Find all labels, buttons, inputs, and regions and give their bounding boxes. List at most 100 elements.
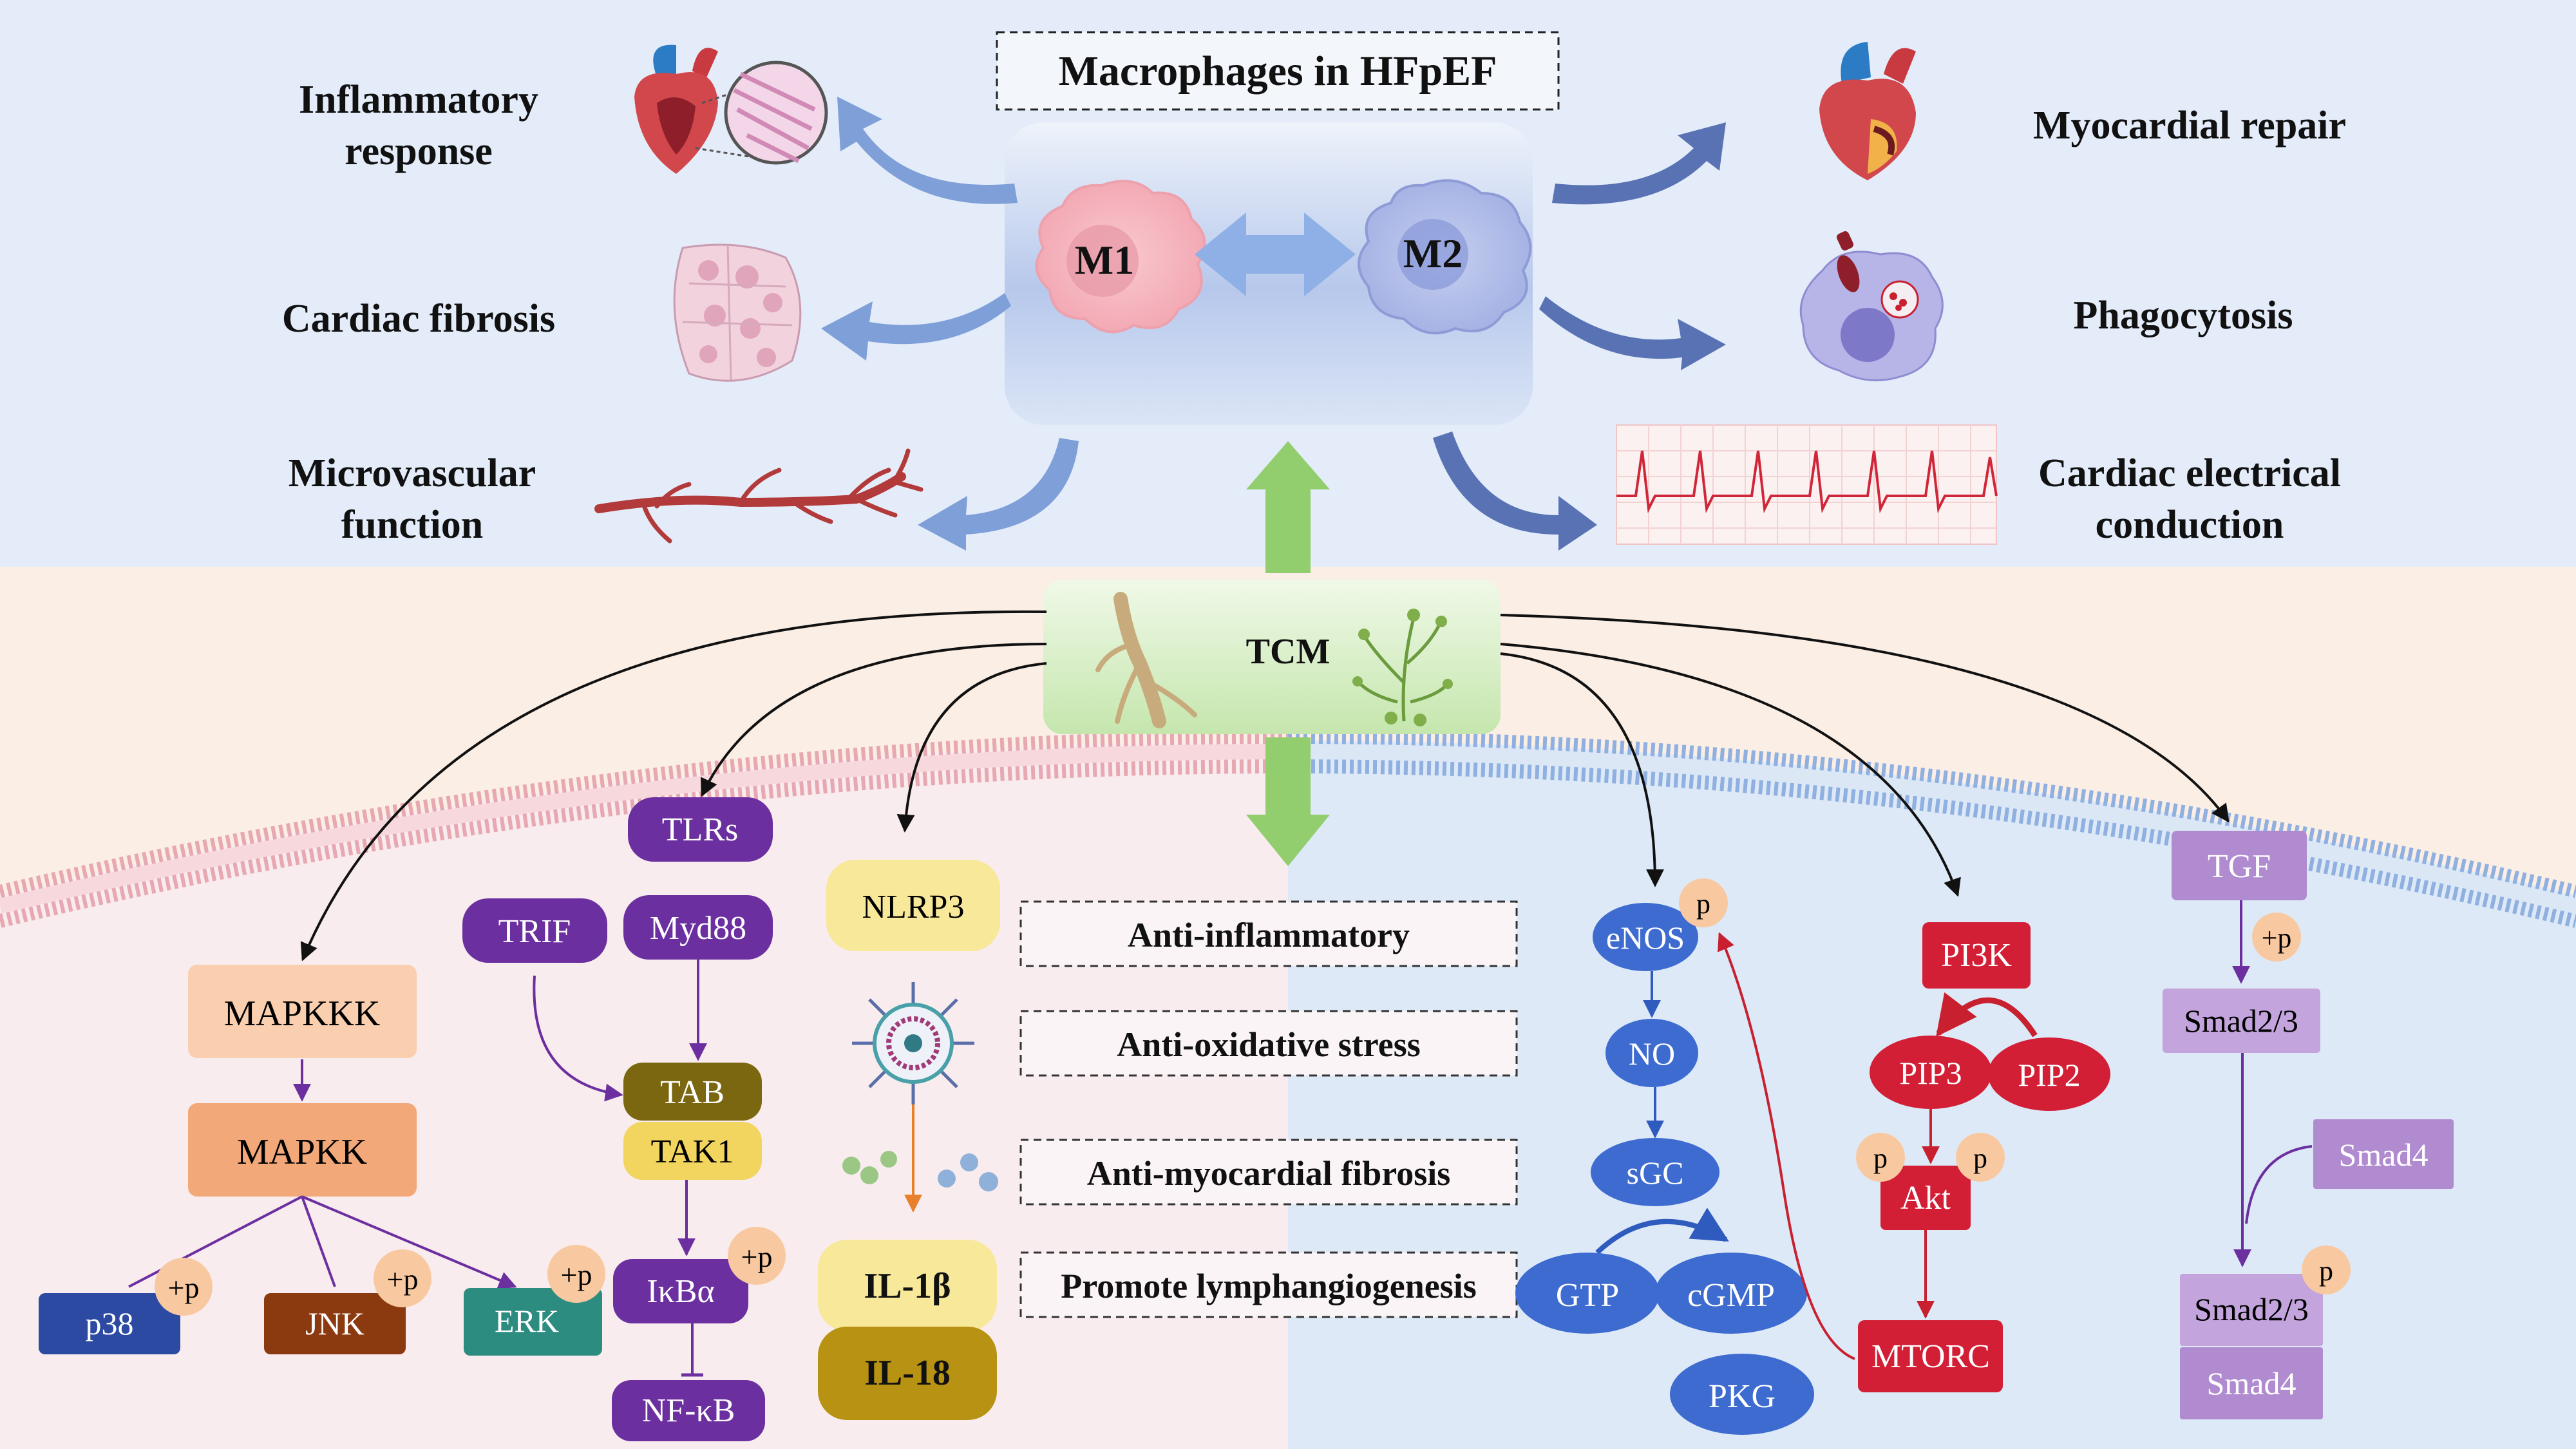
akt-node xyxy=(1880,1166,1971,1230)
jnk-phospho-label: +p xyxy=(387,1263,419,1296)
tlrs-label: TLRs xyxy=(662,811,738,848)
enos-phospho-label: p xyxy=(1696,888,1710,920)
akt-phospho-label-left: p xyxy=(1873,1142,1888,1174)
nfkb-node xyxy=(612,1380,765,1441)
p38-phospho-badge xyxy=(155,1258,213,1316)
effect-anti-inflammatory: Anti-inflammatory xyxy=(1128,916,1410,954)
tcm-label: TCM xyxy=(1246,632,1331,672)
ros-nanoparticle-icon xyxy=(852,982,974,1104)
pip2-label: PIP2 xyxy=(2018,1057,2080,1093)
effect-anti-oxidative: Anti-oxidative stress xyxy=(1117,1025,1420,1064)
smad23-node xyxy=(2163,989,2320,1053)
jnk-node xyxy=(264,1293,406,1354)
tak1-label: TAK1 xyxy=(651,1133,734,1170)
akt-label: Akt xyxy=(1900,1180,1951,1217)
left-effect-arrows xyxy=(821,97,1079,551)
complex-smad4-label: Smad4 xyxy=(2207,1365,2297,1401)
m1-label: M1 xyxy=(1075,237,1134,283)
akt-phospho-badge-left xyxy=(1856,1133,1905,1182)
nfkb-label: NF-κB xyxy=(642,1392,735,1429)
no-label: NO xyxy=(1629,1036,1675,1072)
enos-label: eNOS xyxy=(1606,920,1685,956)
nlrp3-pathway: NLRP3 IL-1β IL-18 xyxy=(818,860,1000,1420)
m1-m2-polarization-arrow xyxy=(1195,213,1356,296)
enos-phospho-badge xyxy=(1679,878,1728,927)
sgc-node xyxy=(1591,1138,1719,1206)
effect-microvascular-line1: Microvascular xyxy=(289,451,536,495)
m1-macrophage: M1 xyxy=(1035,180,1206,334)
phagocyte-icon xyxy=(1799,231,1944,382)
pi3k-label: PI3K xyxy=(1941,937,2012,974)
il18-label: IL-18 xyxy=(864,1353,951,1393)
ecg-trace-icon xyxy=(1616,424,1998,545)
nlrp3-label: NLRP3 xyxy=(862,889,965,925)
jnk-label: JNK xyxy=(305,1305,365,1341)
cgmp-label: cGMP xyxy=(1687,1277,1775,1314)
pip3-label: PIP3 xyxy=(1899,1055,1962,1091)
trif-label: TRIF xyxy=(498,913,571,950)
pip3-node xyxy=(1870,1036,1992,1109)
pkg-node xyxy=(1670,1354,1814,1435)
effect-phagocytosis: Phagocytosis xyxy=(2074,294,2293,337)
effect-myocardial-repair: Myocardial repair xyxy=(2033,104,2346,147)
complex-smad4-node xyxy=(2180,1347,2323,1419)
erk-node xyxy=(464,1288,602,1356)
ginseng-root-icon xyxy=(1095,592,1197,728)
effect-box-anti-fibrosis xyxy=(1019,1139,1518,1206)
pkg-label: PKG xyxy=(1709,1378,1776,1415)
smad-complex-phospho-badge xyxy=(2302,1245,2351,1294)
tcm-down-arrow xyxy=(1246,737,1330,866)
herb-plant-icon xyxy=(1352,609,1453,726)
pip2-node xyxy=(1988,1037,2110,1111)
effect-box-anti-inflammatory xyxy=(1019,900,1518,967)
trif-node xyxy=(462,898,607,963)
erk-phospho-label: +p xyxy=(561,1258,592,1291)
tissue-magnifier-icon xyxy=(695,61,828,165)
tlr-pathway: TLRs TRIF Myd88 TAB TAK1 IκBα +p NF-κB xyxy=(462,797,786,1441)
il1b-label: IL-1β xyxy=(864,1266,951,1306)
mapkkk-node xyxy=(188,965,417,1058)
effect-inflammatory-line1: Inflammatory xyxy=(299,78,538,122)
tab-node xyxy=(623,1063,762,1121)
tab-label: TAB xyxy=(660,1074,724,1111)
gtp-label: GTP xyxy=(1556,1277,1619,1314)
m2-label: M2 xyxy=(1403,231,1463,276)
tgf-phospho-badge xyxy=(2252,913,2301,961)
ikba-node xyxy=(613,1259,748,1323)
ikba-phospho-badge xyxy=(728,1227,786,1285)
title-box xyxy=(996,31,1560,111)
tgf-pathway: TGF +p Smad2/3 Smad4 Smad2/3 p Smad4 xyxy=(2163,831,2454,1419)
effect-anti-fibrosis: Anti-myocardial fibrosis xyxy=(1087,1154,1451,1193)
p38-label: p38 xyxy=(86,1305,134,1341)
nlrp3-node xyxy=(826,860,1000,951)
enos-node xyxy=(1593,903,1698,971)
mapkk-node xyxy=(188,1103,417,1197)
repaired-heart-icon xyxy=(1819,42,1916,180)
cytokine-dots-icon xyxy=(842,1151,998,1191)
effect-inflammatory-line2: response xyxy=(345,129,493,173)
mtorc-label: MTORC xyxy=(1871,1338,1990,1375)
fibrotic-cells-icon xyxy=(673,243,802,382)
mtorc-node xyxy=(1858,1320,2003,1392)
effect-electrical-line1: Cardiac electrical xyxy=(2038,451,2341,495)
smad4-node xyxy=(2313,1119,2454,1189)
tgf-node xyxy=(2172,831,2307,900)
nos-pathway: eNOS p NO sGC GTP cGMP PKG xyxy=(1515,878,1814,1435)
tgf-label: TGF xyxy=(2208,848,2271,885)
p38-node xyxy=(39,1293,180,1354)
complex-smad23-node xyxy=(2180,1274,2323,1346)
tak1-node xyxy=(623,1122,762,1180)
mapkkk-label: MAPKKK xyxy=(224,994,381,1034)
complex-smad23-label: Smad2/3 xyxy=(2194,1291,2309,1327)
tgf-phospho-label: +p xyxy=(2262,922,2292,954)
effect-lymphangiogenesis: Promote lymphangiogenesis xyxy=(1061,1267,1477,1305)
effect-box-lymphangiogenesis xyxy=(1019,1251,1518,1318)
effect-cardiac-fibrosis: Cardiac fibrosis xyxy=(282,297,555,341)
effect-box-anti-oxidative xyxy=(1019,1010,1518,1077)
mapkk-label: MAPKK xyxy=(237,1132,367,1172)
effect-electrical-line2: conduction xyxy=(2096,503,2284,547)
tcm-up-arrow xyxy=(1246,441,1330,573)
jnk-phospho-badge xyxy=(374,1249,431,1307)
cgmp-node xyxy=(1655,1253,1807,1334)
pi3k-pathway: PI3K PIP3 PIP2 Akt p p MTORC xyxy=(1718,922,2110,1392)
